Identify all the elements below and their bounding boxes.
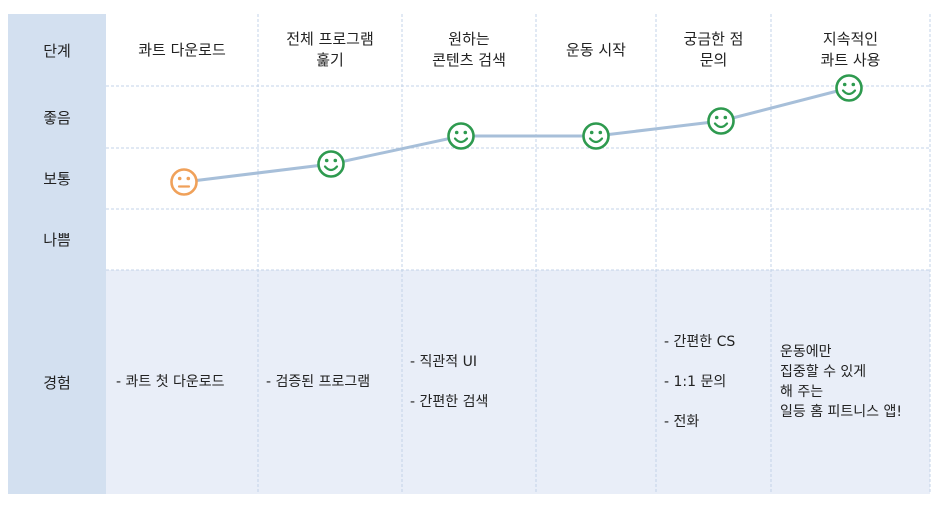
experience-item: - 1:1 문의 <box>664 374 727 390</box>
journey-line <box>182 86 851 184</box>
smile-face-icon <box>707 107 735 135</box>
row-label-normal: 보통 <box>8 148 106 209</box>
experience-row-bg <box>106 270 930 494</box>
smile-face-icon <box>582 122 610 150</box>
experience-cell-inquiry: - 간편한 CS - 1:1 문의 - 전화 <box>664 270 769 494</box>
row-label-good: 좋음 <box>8 86 106 148</box>
row-label-bad: 나쁨 <box>8 209 106 270</box>
neutral-face-icon <box>170 168 198 196</box>
stage-header-continue: 지속적인 콰트 사용 <box>820 30 881 69</box>
experience-item: - 간편한 CS <box>664 334 736 350</box>
experience-cell-continue: 운동에만 집중할 수 있게 해 주는 일등 홈 피트니스 앱! <box>780 270 930 494</box>
experience-cell-download: - 콰트 첫 다운로드 <box>116 270 256 494</box>
experience-item: - 간편한 검색 <box>410 394 489 410</box>
experience-item: - 직관적 UI <box>410 354 477 370</box>
smile-face-icon <box>447 122 475 150</box>
stage-header-search: 원하는 콘텐츠 검색 <box>432 30 506 69</box>
stage-header-inquiry: 궁금한 점 문의 <box>683 30 744 69</box>
experience-item: - 콰트 첫 다운로드 <box>116 374 225 390</box>
smile-face-icon <box>835 74 863 102</box>
row-label-experience: 경험 <box>8 270 106 494</box>
experience-item: - 전화 <box>664 414 700 430</box>
stage-header-workout: 운동 시작 <box>566 40 626 59</box>
experience-cell-workout <box>544 270 654 494</box>
experience-cell-browse: - 검증된 프로그램 <box>266 270 400 494</box>
row-label-stage: 단계 <box>8 14 106 86</box>
experience-cell-search: - 직관적 UI - 간편한 검색 <box>410 270 534 494</box>
stage-header-browse: 전체 프로그램 훑기 <box>286 30 374 69</box>
smile-face-icon <box>317 150 345 178</box>
stage-header-download: 콰트 다운로드 <box>138 40 226 59</box>
experience-paragraph: 운동에만 집중할 수 있게 해 주는 일등 홈 피트니스 앱! <box>780 344 903 420</box>
experience-item: - 검증된 프로그램 <box>266 374 371 390</box>
